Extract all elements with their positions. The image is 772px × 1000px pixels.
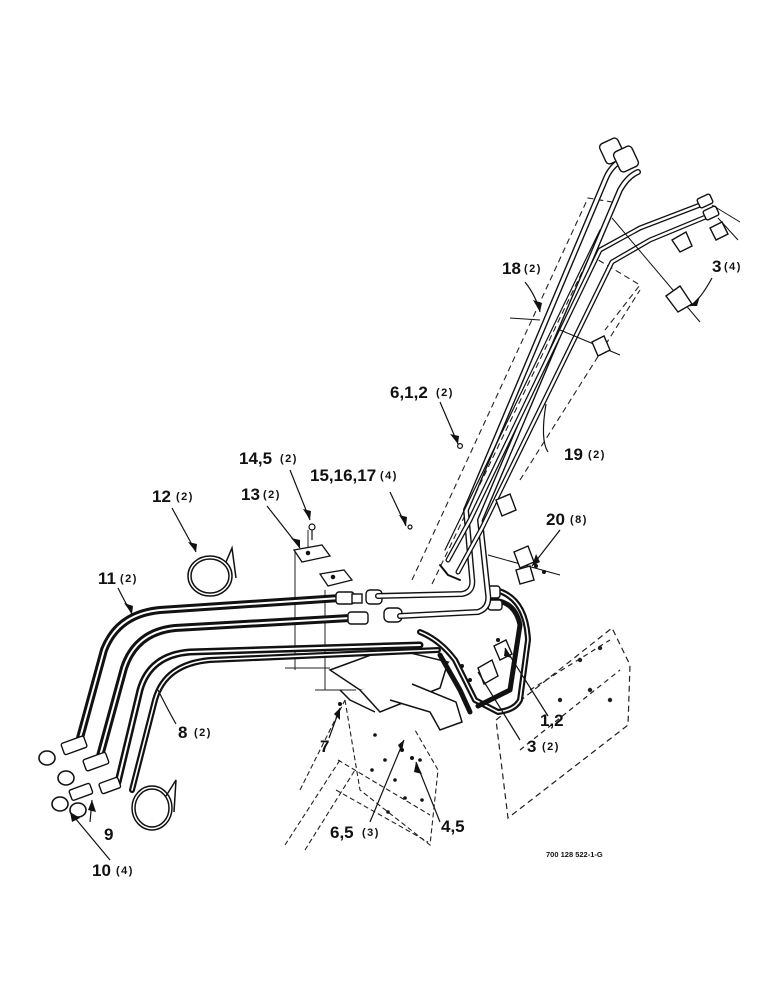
svg-text:(4): (4)	[380, 470, 398, 482]
svg-text:(2): (2)	[194, 727, 212, 739]
callout-11: 11 (2)	[98, 569, 138, 588]
callout-3-top: 3 (4)	[712, 257, 742, 276]
svg-text:(3): (3)	[362, 827, 380, 839]
callout-13: 13 (2)	[241, 485, 281, 504]
svg-text:3: 3	[712, 257, 721, 276]
svg-text:(2): (2)	[588, 449, 606, 461]
hose-bundle	[76, 587, 531, 793]
hose-fittings-upper	[335, 585, 503, 625]
dust-caps	[38, 750, 87, 818]
svg-text:18: 18	[502, 259, 521, 278]
callout-18: 18 (2)	[502, 259, 542, 278]
svg-text:(2): (2)	[280, 453, 298, 465]
callout-20: 20 (8)	[546, 510, 588, 529]
svg-text:9: 9	[104, 825, 113, 844]
svg-text:15,16,17: 15,16,17	[310, 466, 376, 485]
cable-tie-upper	[187, 545, 237, 597]
mount-plate-bolts	[370, 733, 424, 814]
tube-clamps	[477, 221, 729, 686]
leader-lines	[69, 277, 713, 861]
svg-text:7: 7	[320, 737, 329, 756]
svg-text:(2): (2)	[120, 573, 138, 585]
svg-text:20: 20	[546, 510, 565, 529]
hose-fittings-lower	[60, 735, 122, 801]
svg-text:12: 12	[152, 487, 171, 506]
svg-text:19: 19	[564, 445, 583, 464]
svg-text:13: 13	[241, 485, 260, 504]
callout-7: 7	[320, 737, 329, 756]
figure-id: 700 128 522-1-G	[546, 850, 603, 859]
cable-tie-lower	[131, 779, 177, 831]
svg-text:(2): (2)	[542, 741, 560, 753]
clamp-bolts	[338, 564, 546, 760]
svg-text:(2): (2)	[436, 387, 454, 399]
callout-14-5: 14,5 (2)	[239, 449, 298, 468]
callout-10: 10 (4)	[92, 861, 134, 880]
callout-15-16-17: 15,16,17 (4)	[310, 466, 398, 485]
callout-4-5: 4,5	[441, 817, 465, 836]
callout-3-lower: 3 (2)	[527, 737, 560, 756]
svg-text:11: 11	[98, 569, 116, 588]
svg-text:(8): (8)	[570, 514, 588, 526]
clamp-plates-13	[292, 544, 354, 587]
callout-19: 19 (2)	[564, 445, 606, 464]
leader-arrowheads	[70, 296, 700, 822]
tube-end-fittings	[598, 137, 720, 221]
callout-6-5: 6,5 (3)	[330, 823, 380, 842]
svg-text:14,5: 14,5	[239, 449, 272, 468]
callout-1-2: 1,2	[540, 711, 564, 730]
svg-text:1,2: 1,2	[540, 711, 564, 730]
callout-12: 12 (2)	[152, 487, 194, 506]
svg-text:(2): (2)	[263, 489, 281, 501]
svg-text:(4): (4)	[724, 261, 742, 273]
svg-text:8: 8	[178, 723, 187, 742]
svg-text:(4): (4)	[116, 865, 134, 877]
svg-text:(2): (2)	[524, 263, 542, 275]
svg-text:3: 3	[527, 737, 536, 756]
callout-8: 8 (2)	[178, 723, 212, 742]
svg-text:6,1,2: 6,1,2	[390, 383, 428, 402]
svg-text:(2): (2)	[176, 491, 194, 503]
frame-panel-right	[495, 627, 631, 820]
svg-text:6,5: 6,5	[330, 823, 354, 842]
svg-text:10: 10	[92, 861, 111, 880]
svg-text:4,5: 4,5	[441, 817, 465, 836]
callout-6-1-2: 6,1,2 (2)	[390, 383, 454, 402]
callout-9: 9	[104, 825, 113, 844]
small-bolts	[308, 443, 464, 540]
arm-frame	[411, 197, 641, 585]
